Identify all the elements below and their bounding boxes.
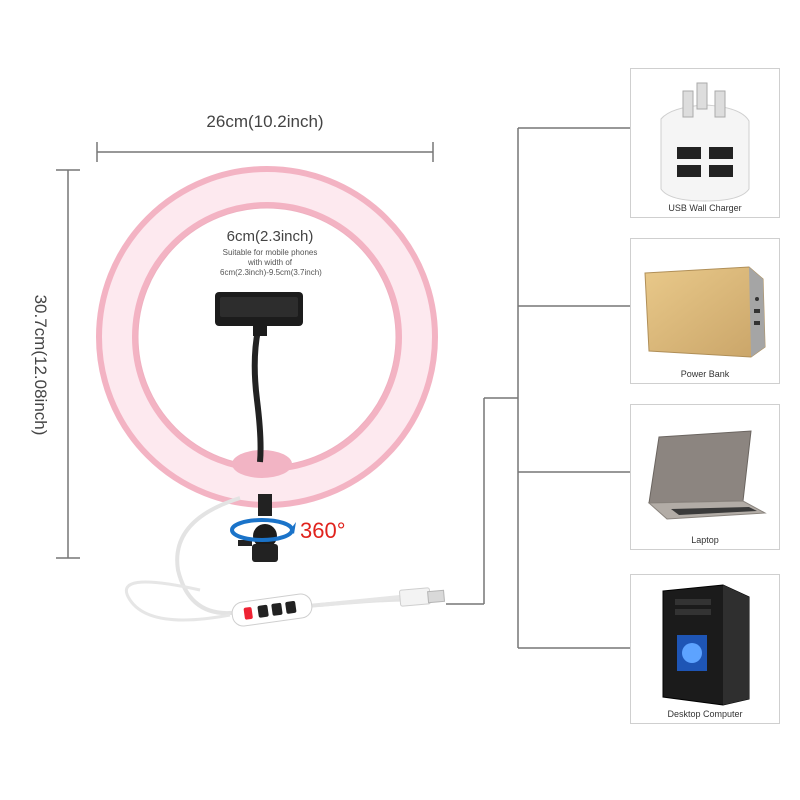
rotation-label: 360° bbox=[300, 518, 346, 543]
phone-holder-size: 6cm(2.3inch) bbox=[226, 228, 314, 245]
laptop-icon bbox=[647, 430, 767, 520]
device-card-desktop-computer: Desktop Computer bbox=[630, 574, 780, 724]
device-card-laptop: Laptop bbox=[630, 404, 780, 550]
device-card-usb-wall-charger: USB Wall Charger bbox=[630, 68, 780, 218]
width-dimension-label: 26cm(10.2inch) bbox=[206, 112, 324, 131]
usb-wall-charger-icon bbox=[660, 82, 750, 202]
power-bank-icon bbox=[644, 266, 766, 358]
device-label: Desktop Computer bbox=[667, 709, 743, 719]
desktop-computer-icon bbox=[662, 584, 750, 706]
device-card-power-bank: Power Bank bbox=[630, 238, 780, 384]
phone-holder-note: Suitable for mobile phones with width of… bbox=[220, 248, 322, 277]
device-label: Power Bank bbox=[680, 369, 730, 379]
device-label: Laptop bbox=[691, 535, 719, 545]
device-label: USB Wall Charger bbox=[668, 203, 742, 213]
